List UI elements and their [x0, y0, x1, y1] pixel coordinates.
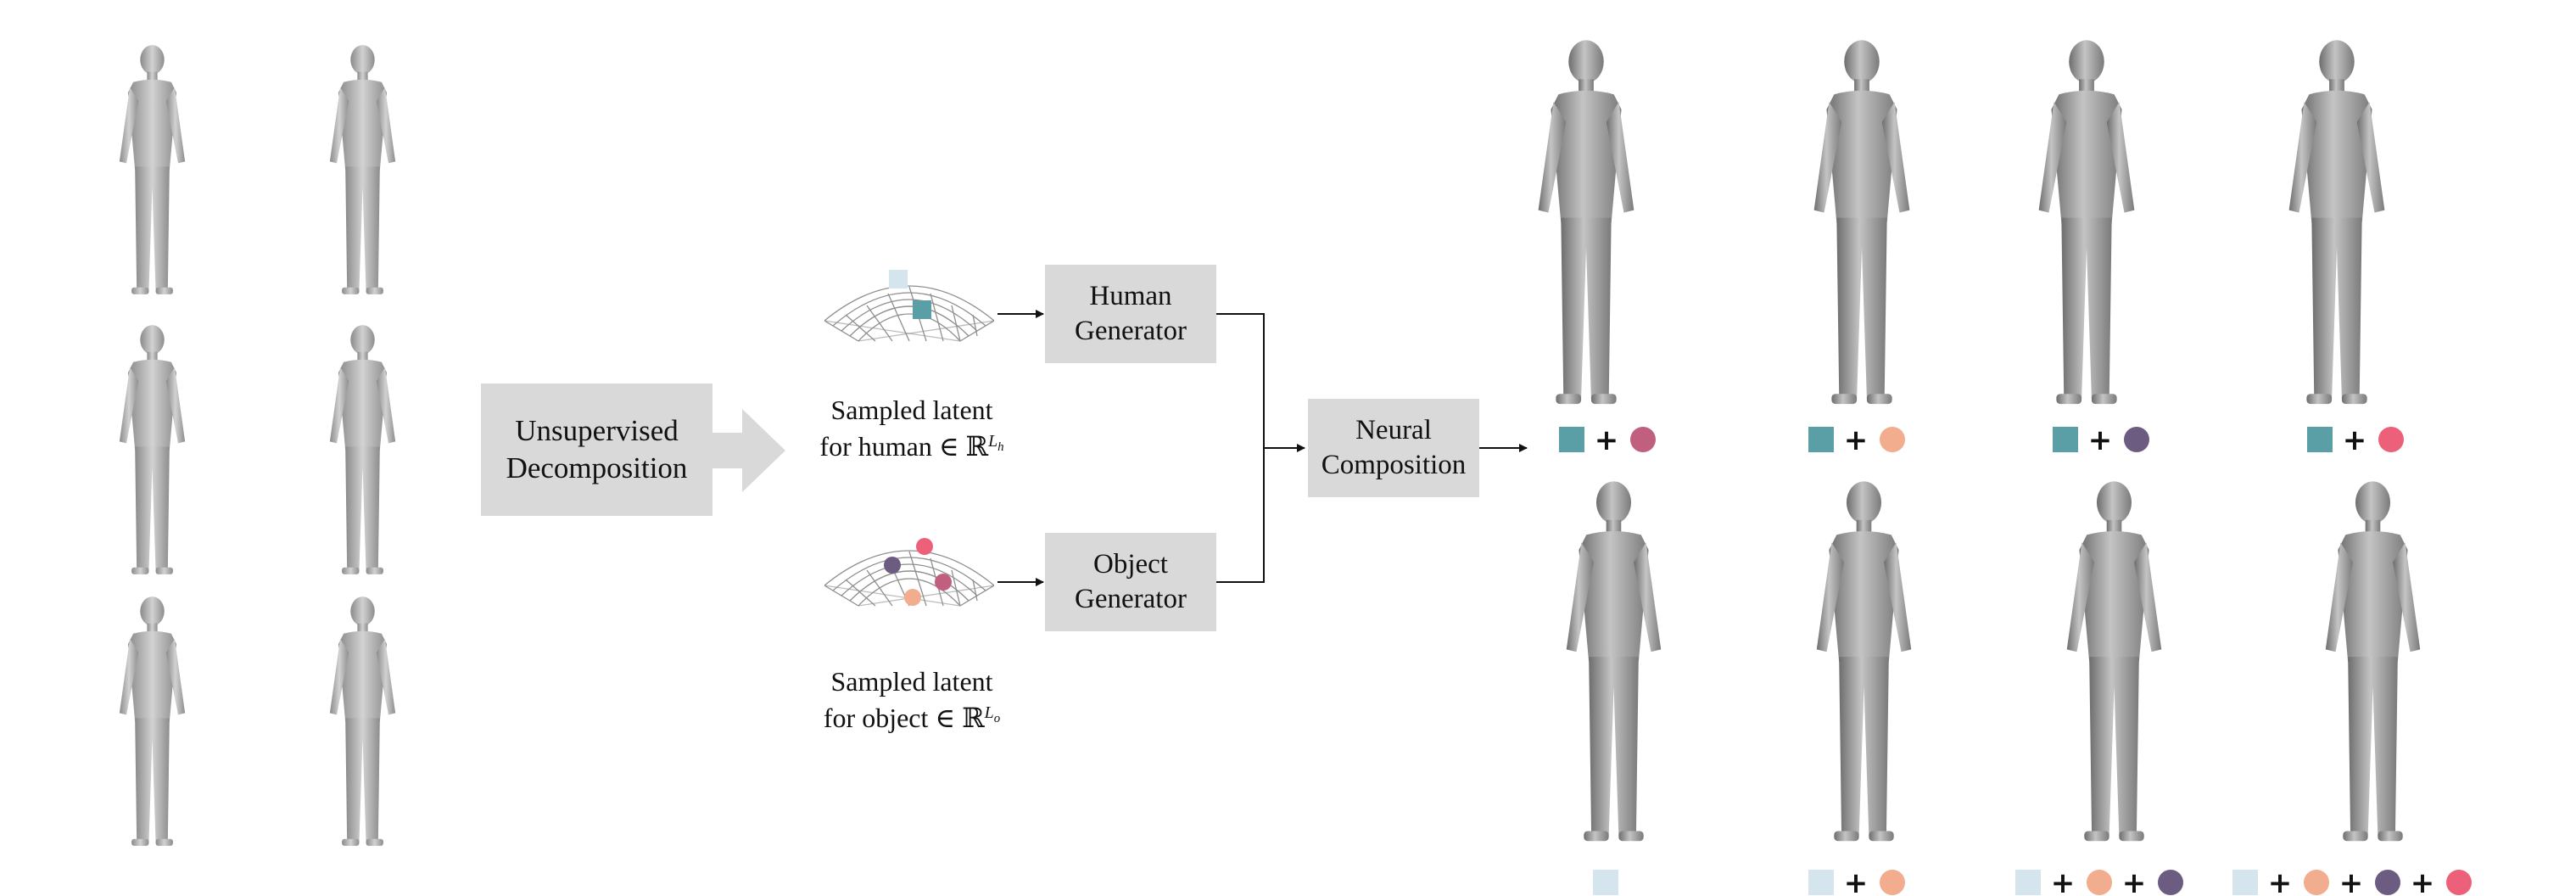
object-generator-box: Object Generator — [1045, 533, 1216, 631]
mauve-circle — [935, 574, 952, 591]
purple-circle — [884, 557, 901, 574]
purple-circle — [2124, 427, 2149, 452]
input-scan-4 — [329, 325, 396, 574]
human-latent-distribution — [824, 270, 994, 342]
purple-circle — [2375, 870, 2400, 895]
lightblue-square — [1808, 870, 1834, 895]
output-mesh-bottom-2 — [1816, 481, 1912, 842]
pink-circle — [2446, 870, 2472, 895]
box-line: Generator — [1075, 316, 1187, 346]
teal-square — [1808, 427, 1834, 452]
caption-prefix: for object ∈ ℝ — [823, 703, 985, 734]
peach-circle — [904, 589, 921, 606]
object-generator-to-composition-line — [1216, 448, 1265, 583]
mauve-circle — [1630, 427, 1656, 452]
pink-circle — [916, 538, 933, 555]
human-latent-caption: Sampled latent for human ∈ ℝLh — [789, 392, 1035, 465]
output-mesh-top-3 — [2038, 40, 2135, 405]
input-scan-1 — [119, 45, 186, 294]
connector-lines — [997, 310, 1528, 586]
object-latent-caption: Sampled latent for object ∈ ℝLo — [789, 664, 1035, 736]
output-mesh-bottom-3 — [2066, 481, 2162, 842]
peach-circle — [1880, 870, 1905, 895]
box-line: Object — [1093, 548, 1168, 580]
caption-superscript: L — [988, 431, 998, 451]
caption-superscript: L — [984, 703, 994, 722]
output-mesh-top-2 — [1813, 40, 1910, 405]
teal-square — [2053, 427, 2078, 452]
object-latent-distribution — [824, 538, 994, 607]
box-line: Unsupervised — [515, 414, 679, 448]
lightblue-square — [2015, 870, 2041, 895]
unsupervised-decomposition-box: Unsupervised Decomposition — [481, 384, 712, 516]
input-scans — [119, 45, 396, 846]
legend-row-top: + + + + — [1559, 423, 2404, 457]
box-line: Human — [1089, 280, 1172, 311]
caption-prefix: for human ∈ ℝ — [819, 431, 989, 462]
peach-circle — [2304, 870, 2329, 895]
output-mesh-top-1 — [1538, 40, 1634, 405]
input-scan-3 — [119, 325, 186, 574]
peach-circle — [1880, 427, 1905, 452]
neural-composition-box: Neural Composition — [1308, 399, 1479, 497]
box-line: Composition — [1321, 450, 1467, 480]
plus-sign: + — [2411, 866, 2435, 896]
caption-line: Sampled latent — [830, 395, 993, 425]
input-scan-6 — [329, 596, 396, 846]
legend-row-bottom: + + + + + + — [1593, 866, 2472, 896]
plus-sign: + — [2343, 423, 2367, 457]
caption-line: Sampled latent — [830, 666, 993, 697]
output-meshes — [1538, 40, 2421, 842]
caption-subscript: o — [993, 711, 1001, 725]
output-mesh-bottom-1 — [1566, 481, 1662, 842]
teal-square — [1559, 427, 1584, 452]
purple-circle — [2158, 870, 2183, 895]
box-line: Decomposition — [506, 451, 688, 484]
input-scan-2 — [329, 45, 396, 294]
plus-sign: + — [1844, 866, 1869, 896]
box-line: Generator — [1075, 584, 1187, 614]
caption-line: for object ∈ ℝLo — [789, 700, 1035, 736]
pink-circle — [2378, 427, 2404, 452]
plus-sign: + — [2122, 866, 2147, 896]
plus-sign: + — [1595, 423, 1619, 457]
human-generator-box: Human Generator — [1045, 265, 1216, 363]
plus-sign: + — [2339, 866, 2364, 896]
decomposition-arrow — [712, 409, 785, 492]
teal-square — [913, 300, 931, 319]
lightblue-square — [889, 270, 908, 288]
plus-sign: + — [2051, 866, 2076, 896]
lightblue-square — [2232, 870, 2258, 895]
caption-line: for human ∈ ℝLh — [789, 428, 1035, 465]
output-mesh-top-4 — [2288, 40, 2385, 405]
plus-sign: + — [1844, 423, 1869, 457]
lightblue-square — [1593, 870, 1618, 895]
peach-circle — [2087, 870, 2112, 895]
output-mesh-bottom-4 — [2325, 481, 2421, 842]
caption-subscript: h — [997, 440, 1004, 454]
plus-sign: + — [2088, 423, 2113, 457]
plus-sign: + — [2268, 866, 2293, 896]
teal-square — [2307, 427, 2333, 452]
box-line: Neural — [1355, 414, 1432, 445]
input-scan-5 — [119, 596, 186, 846]
human-generator-to-composition-line — [1216, 313, 1305, 452]
